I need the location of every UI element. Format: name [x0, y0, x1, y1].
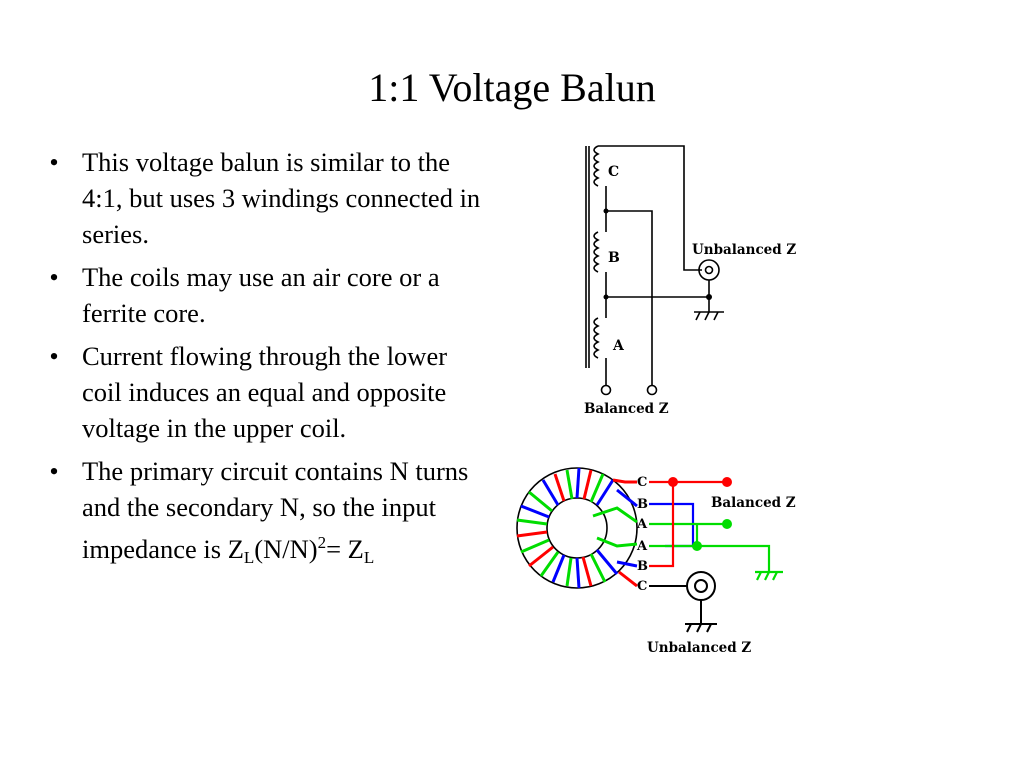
- formula-z: Z: [227, 534, 244, 564]
- formula-sub: L: [363, 548, 375, 567]
- formula-ratio: (N/N): [254, 534, 318, 564]
- toroid-diagram: C B A A B C Balanced Z Unbalanced Z: [516, 467, 796, 656]
- bullet-item: • This voltage balun is similar to the 4…: [44, 144, 484, 252]
- coil-label-b: B: [608, 250, 620, 266]
- toroid-balanced-label: Balanced Z: [711, 495, 796, 511]
- formula-equals: = Z: [326, 534, 364, 564]
- wire-label-b: B: [637, 559, 648, 574]
- bullet-text: Current flowing through the lower coil i…: [82, 341, 448, 443]
- slide-title: 1:1 Voltage Balun: [368, 65, 656, 110]
- formula: ZL(N/N)2= ZL: [227, 533, 375, 567]
- wire-label-c: C: [637, 579, 647, 594]
- bullet-marker: •: [49, 341, 59, 371]
- wire-label-c: C: [637, 475, 647, 490]
- balanced-label: Balanced Z: [584, 401, 669, 417]
- formula-sub: L: [243, 548, 255, 567]
- bullet-marker: •: [49, 456, 59, 486]
- bullet-text: The coils may use an air core or a ferri…: [82, 262, 440, 328]
- bullet-item: • The primary circuit contains N turns a…: [44, 453, 484, 576]
- coil-label-a: A: [612, 338, 625, 354]
- unbalanced-label: Unbalanced Z: [692, 242, 796, 258]
- bullet-marker: •: [49, 262, 59, 292]
- balun-schematic: C B A Unbalanced Z Balanced Z: [584, 145, 796, 417]
- bullet-item: • Current flowing through the lower coil…: [44, 338, 484, 446]
- wire-label-b: B: [637, 497, 648, 512]
- bullet-marker: •: [49, 147, 59, 177]
- wire-label-a: A: [636, 539, 648, 554]
- formula-exp: 2: [317, 533, 327, 552]
- formula-text: The primary circuit contains N turns and…: [82, 456, 469, 564]
- bullet-text: This voltage balun is similar to the 4:1…: [82, 147, 481, 249]
- coil-label-c: C: [608, 164, 619, 180]
- toroid-unbalanced-label: Unbalanced Z: [647, 640, 751, 656]
- wire-label-a: A: [636, 517, 648, 532]
- bullet-list: • This voltage balun is similar to the 4…: [44, 144, 484, 583]
- bullet-item: • The coils may use an air core or a fer…: [44, 259, 484, 331]
